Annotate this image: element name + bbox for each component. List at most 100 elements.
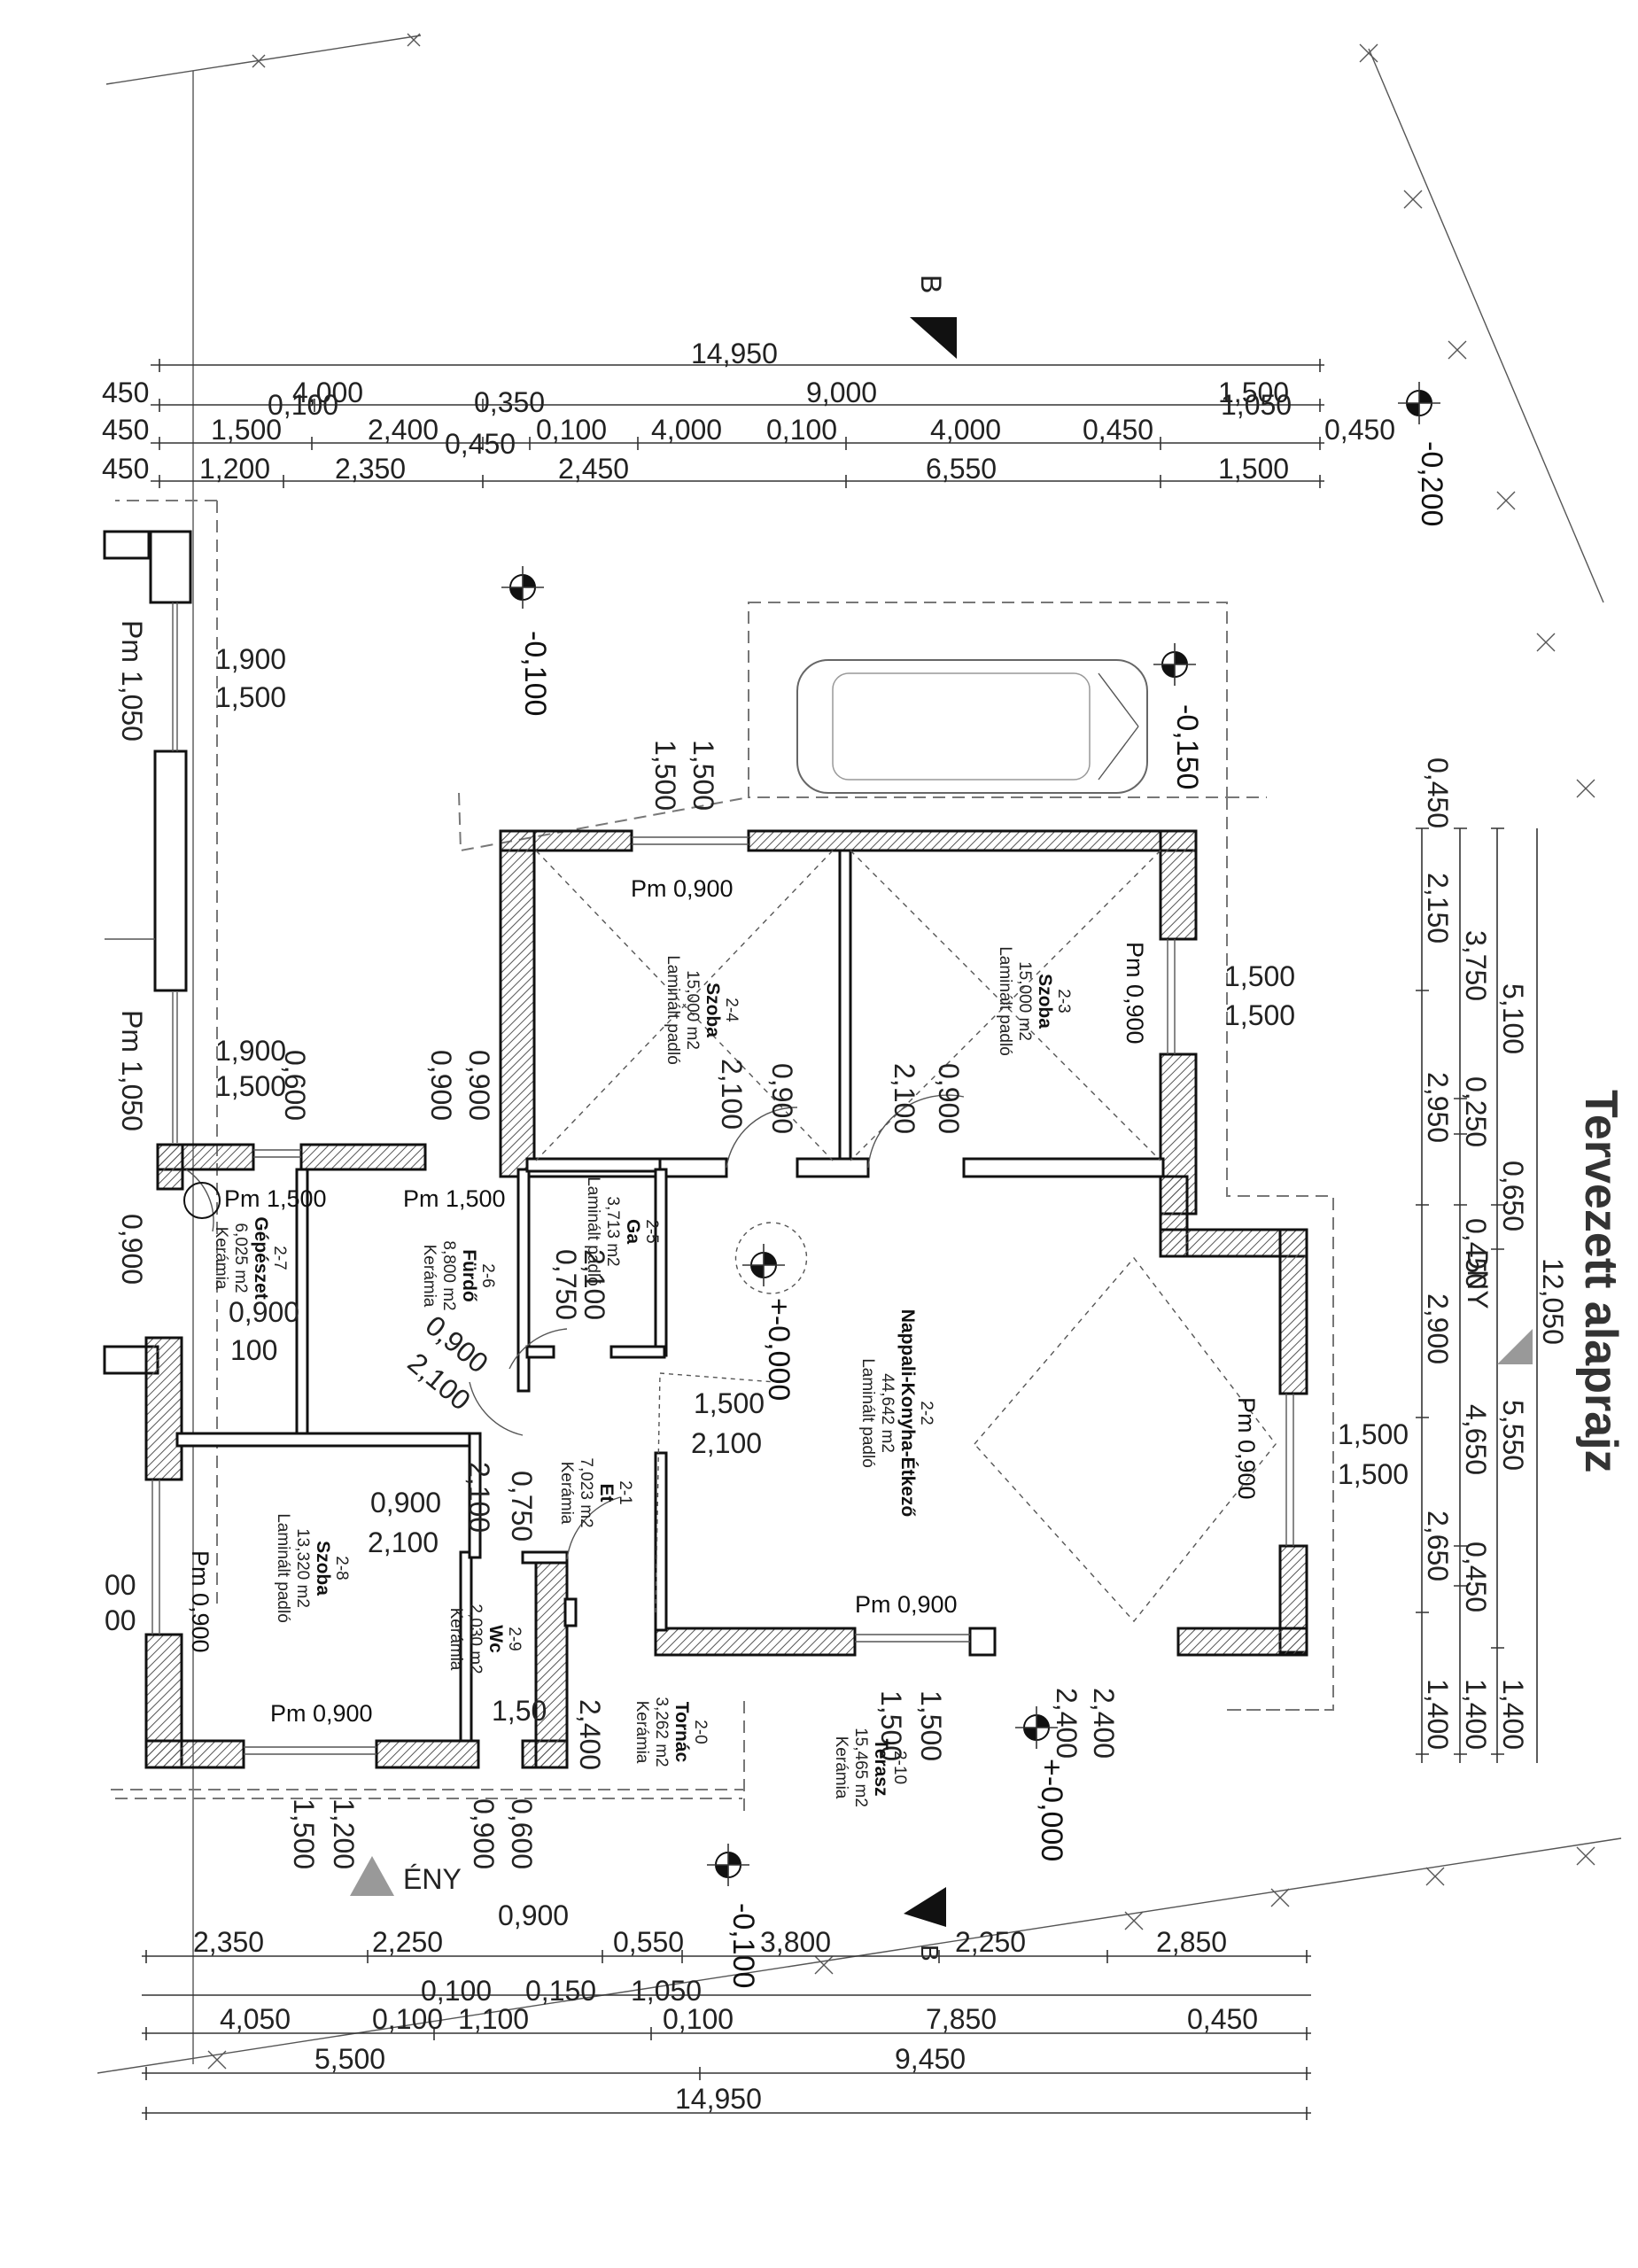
level-text-5: +-0,000 [1035,1759,1068,1861]
b3-0: 4,050 [220,2003,291,2035]
b3-4: 7,850 [926,2003,997,2035]
sill-2: 0,900 [463,1050,495,1121]
top-dim-r3-4: 6,550 [926,453,997,485]
sill-0: 0,600 [279,1050,311,1121]
dd-7: 2,100 [463,1462,495,1533]
right-c2-3: 4,650 [1460,1404,1492,1475]
room-id: 2-10 [890,1751,909,1784]
room-id: 2-9 [505,1627,524,1651]
section-marker-top [910,317,957,359]
b3-1: 0,100 [372,2003,443,2035]
room-2-10: 2-10 Terasz 15,465 m2 Kerámia [832,1728,909,1807]
right-total-dim: 12,050 [1537,1258,1569,1345]
b1-4: 2,250 [955,1926,1026,1958]
kd-0: 1,500 [694,1387,765,1419]
interior-lines [535,850,1277,1623]
tw-0: 1,500 [649,740,681,811]
room-floor: Laminált padló [996,946,1014,1056]
room-area: 3,262 m2 [652,1697,671,1767]
room-name: Szoba [1035,974,1055,1029]
room-floor: Kerámia [446,1608,465,1671]
dd-3: 2,100 [889,1063,920,1134]
b3-2: 1,100 [458,2003,529,2035]
b4-1: 9,450 [895,2043,966,2075]
eg-3: 2,100 [578,1249,610,1320]
right-c3-0: 5,100 [1497,983,1529,1054]
section-label-top: B [915,275,947,293]
room-2-2: 2-2 Nappali-Konyha-Étkező 44,642 m2 Lami… [858,1309,935,1518]
eny-label: ÉNY [403,1863,462,1895]
top-dim-r1-4: 1,500 [1218,377,1289,408]
room-id: 2-8 [332,1556,351,1580]
right-c1-5: 1,400 [1422,1679,1454,1750]
windows [151,836,1294,1755]
pm-left-1: Pm 1,050 [116,620,148,742]
room-name: Wc [485,1625,506,1653]
room-floor: Laminált padló [584,1177,602,1286]
lw2-a: 1,900 [215,1035,286,1067]
rw1-0: 1,500 [1224,960,1295,992]
top-dim-r2-6: 0,100 [766,414,837,446]
pm-1: Pm 0,900 [631,875,734,902]
room-floor: Kerámia [212,1227,230,1290]
b2-0: 0,100 [421,1975,492,2007]
room-id: 2-2 [917,1401,935,1425]
tw-1: 1,500 [687,740,719,811]
top-dimension-lines [151,359,1324,488]
section-marker-bottom [904,1887,946,1927]
room-id: 2-1 [616,1480,634,1504]
pm-left-2: Pm 1,050 [116,1010,148,1131]
eg-1: 2,100 [368,1526,439,1558]
right-c1-0: 0,450 [1422,757,1454,828]
le-0: 0,900 [116,1214,148,1285]
room-name: Szoba [313,1541,333,1596]
top-dim-r2-0: 450 [102,414,149,446]
room-floor: Laminált padló [858,1358,877,1468]
room-floor: Kerámia [420,1245,439,1308]
level-text-1: -0,100 [518,631,552,716]
b4-0: 5,500 [314,2043,385,2075]
pm-7: Pm 0,900 [187,1550,213,1653]
pm-5: Pm 0,900 [1233,1397,1260,1500]
room-2-0: 2-0 Tornác 3,262 m2 Kerámia [633,1697,710,1767]
dd-1: 2,100 [716,1059,748,1130]
top-dim-r3-2: 2,350 [335,453,406,485]
top-dim-r3-3: 2,450 [558,453,629,485]
bottom-dimension-lines [142,1950,1311,2120]
room-name: Tornác [672,1702,692,1763]
level-marker-2 [1153,643,1196,686]
pm-4: Pm 1,500 [403,1185,506,1212]
room-id: 2-3 [1054,989,1073,1013]
room-area: 15,000 m2 [1015,961,1034,1041]
right-c2-0: 3,750 [1460,930,1492,1001]
top-dim-r1b-1: 1,050 [1221,389,1292,421]
pm-3: Pm 1,500 [224,1185,327,1212]
rw1-1: 1,500 [1224,999,1295,1031]
lw2-b: 1,500 [215,1070,286,1102]
top-dim-r2-5: 4,000 [651,414,722,446]
room-name: Fürdő [459,1249,479,1301]
top-dim-r2-1: 1,500 [211,414,282,446]
top-dim-r3-5: 1,500 [1218,453,1289,485]
dd-2: 0,900 [933,1063,965,1134]
level-text-4: +-0,000 [762,1298,796,1401]
td-4: 2,400 [574,1699,606,1770]
room-id: 2-0 [691,1720,710,1744]
room-area: 6,025 m2 [231,1223,250,1293]
room-2-8: 2-8 Szoba 13,320 m2 Laminált padló [274,1513,351,1623]
room-2-3: 2-3 Szoba 15,000 m2 Laminált padló [996,946,1073,1056]
right-c1-3: 2,900 [1422,1293,1454,1364]
room-2-6: 2-6 Fürdő 8,800 m2 Kerámia [420,1240,497,1310]
sm-0: 0,900 [229,1296,299,1328]
room-area: 15,000 m2 [683,970,702,1050]
pm-2: Pm 0,900 [1122,942,1148,1045]
right-c1-1: 2,150 [1422,873,1454,944]
dny-marker [1497,1329,1533,1364]
boiler-icon [183,1182,221,1219]
room-area: 44,642 m2 [878,1373,897,1453]
room-2-4: 2-4 Szoba 15,000 m2 Laminált padló [664,955,741,1065]
room-area: 13,320 m2 [293,1528,312,1608]
b3-3: 0,100 [663,2003,734,2035]
lw1-a: 1,900 [215,643,286,675]
le-2: 00 [105,1569,136,1601]
